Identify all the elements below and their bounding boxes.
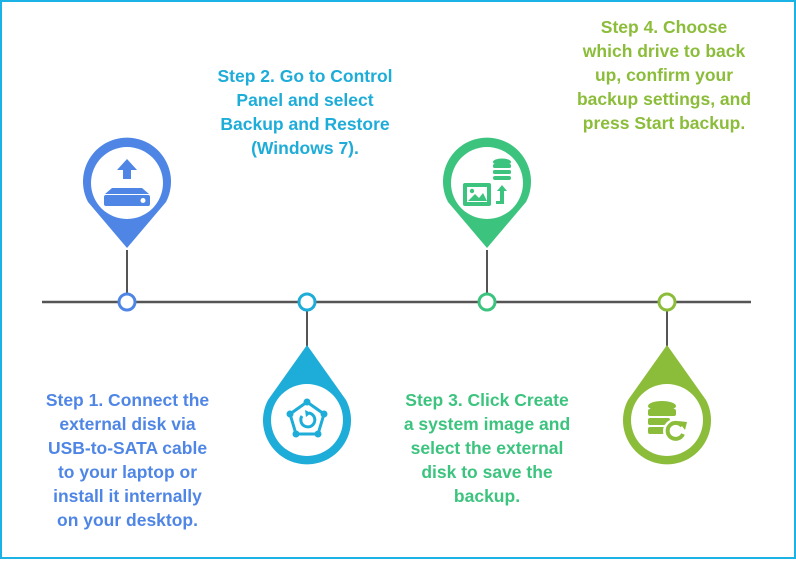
step-2-pin-inner (271, 384, 343, 456)
step-3-node (477, 292, 497, 312)
step-2-node (297, 292, 317, 312)
step-1-marker (83, 137, 171, 312)
step-4-marker (623, 292, 712, 465)
step-1-pin-inner (91, 147, 163, 219)
step-2-text: Step 2. Go to Control Panel and select B… (217, 66, 393, 158)
step-3-text: Step 3. Click Create a system image and … (403, 390, 571, 506)
image-to-database-icon (463, 158, 511, 206)
step-2-marker (263, 292, 352, 465)
network-restore-icon (286, 398, 328, 438)
step-4-node (657, 292, 677, 312)
step-4-text: Step 4. Choose which drive to back up, c… (576, 17, 752, 133)
database-refresh-icon (648, 401, 687, 443)
step-1-text: Step 1. Connect the external disk via US… (45, 390, 210, 530)
step-3-marker (443, 137, 531, 312)
hard-drive-upload-icon (104, 159, 150, 206)
step-1-node (117, 292, 137, 312)
